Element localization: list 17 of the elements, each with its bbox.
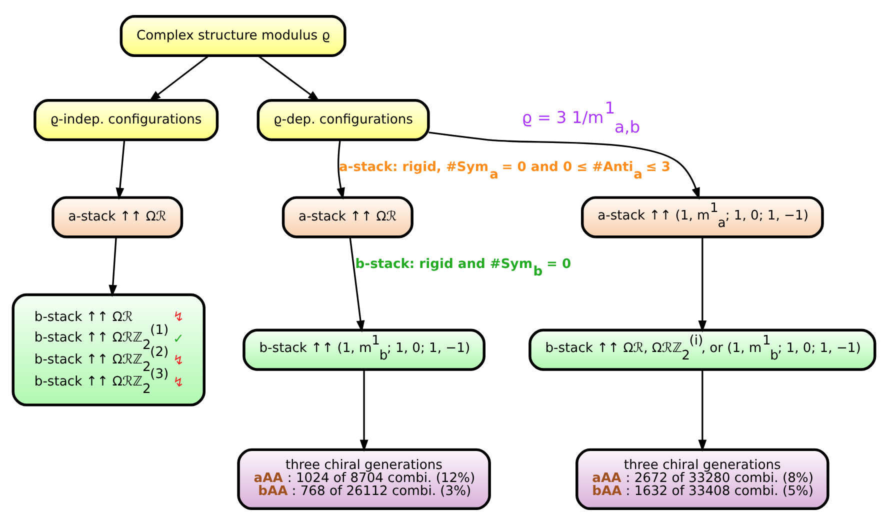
arrow xyxy=(148,55,210,102)
arrow xyxy=(698,370,707,452)
node-box: Complex structure modulus ϱ xyxy=(120,15,346,58)
node-box: a-stack ↑↑ Ωℛ xyxy=(282,196,414,238)
node-box: ϱ-indep. configurations xyxy=(34,99,219,142)
arrow xyxy=(336,140,345,200)
arrow xyxy=(360,370,368,452)
node-box: three chiral generations aAA : 2672 of 33280 combi. (8%) bAA : 1632 of 33408 combi. (5%) xyxy=(576,448,830,510)
arrow xyxy=(258,55,320,102)
arrow xyxy=(349,236,365,333)
node-box: ϱ-dep. configurations xyxy=(256,99,430,142)
arrow xyxy=(108,236,118,298)
node-box: a-stack ↑↑ Ωℛ xyxy=(52,196,184,238)
node-box: three chiral generations aAA : 1024 of 8704 combi. (12%) bAA : 768 of 26112 combi. (3%) xyxy=(237,448,491,510)
arrow xyxy=(428,132,700,200)
arrow xyxy=(698,236,707,333)
arrow xyxy=(116,140,126,200)
